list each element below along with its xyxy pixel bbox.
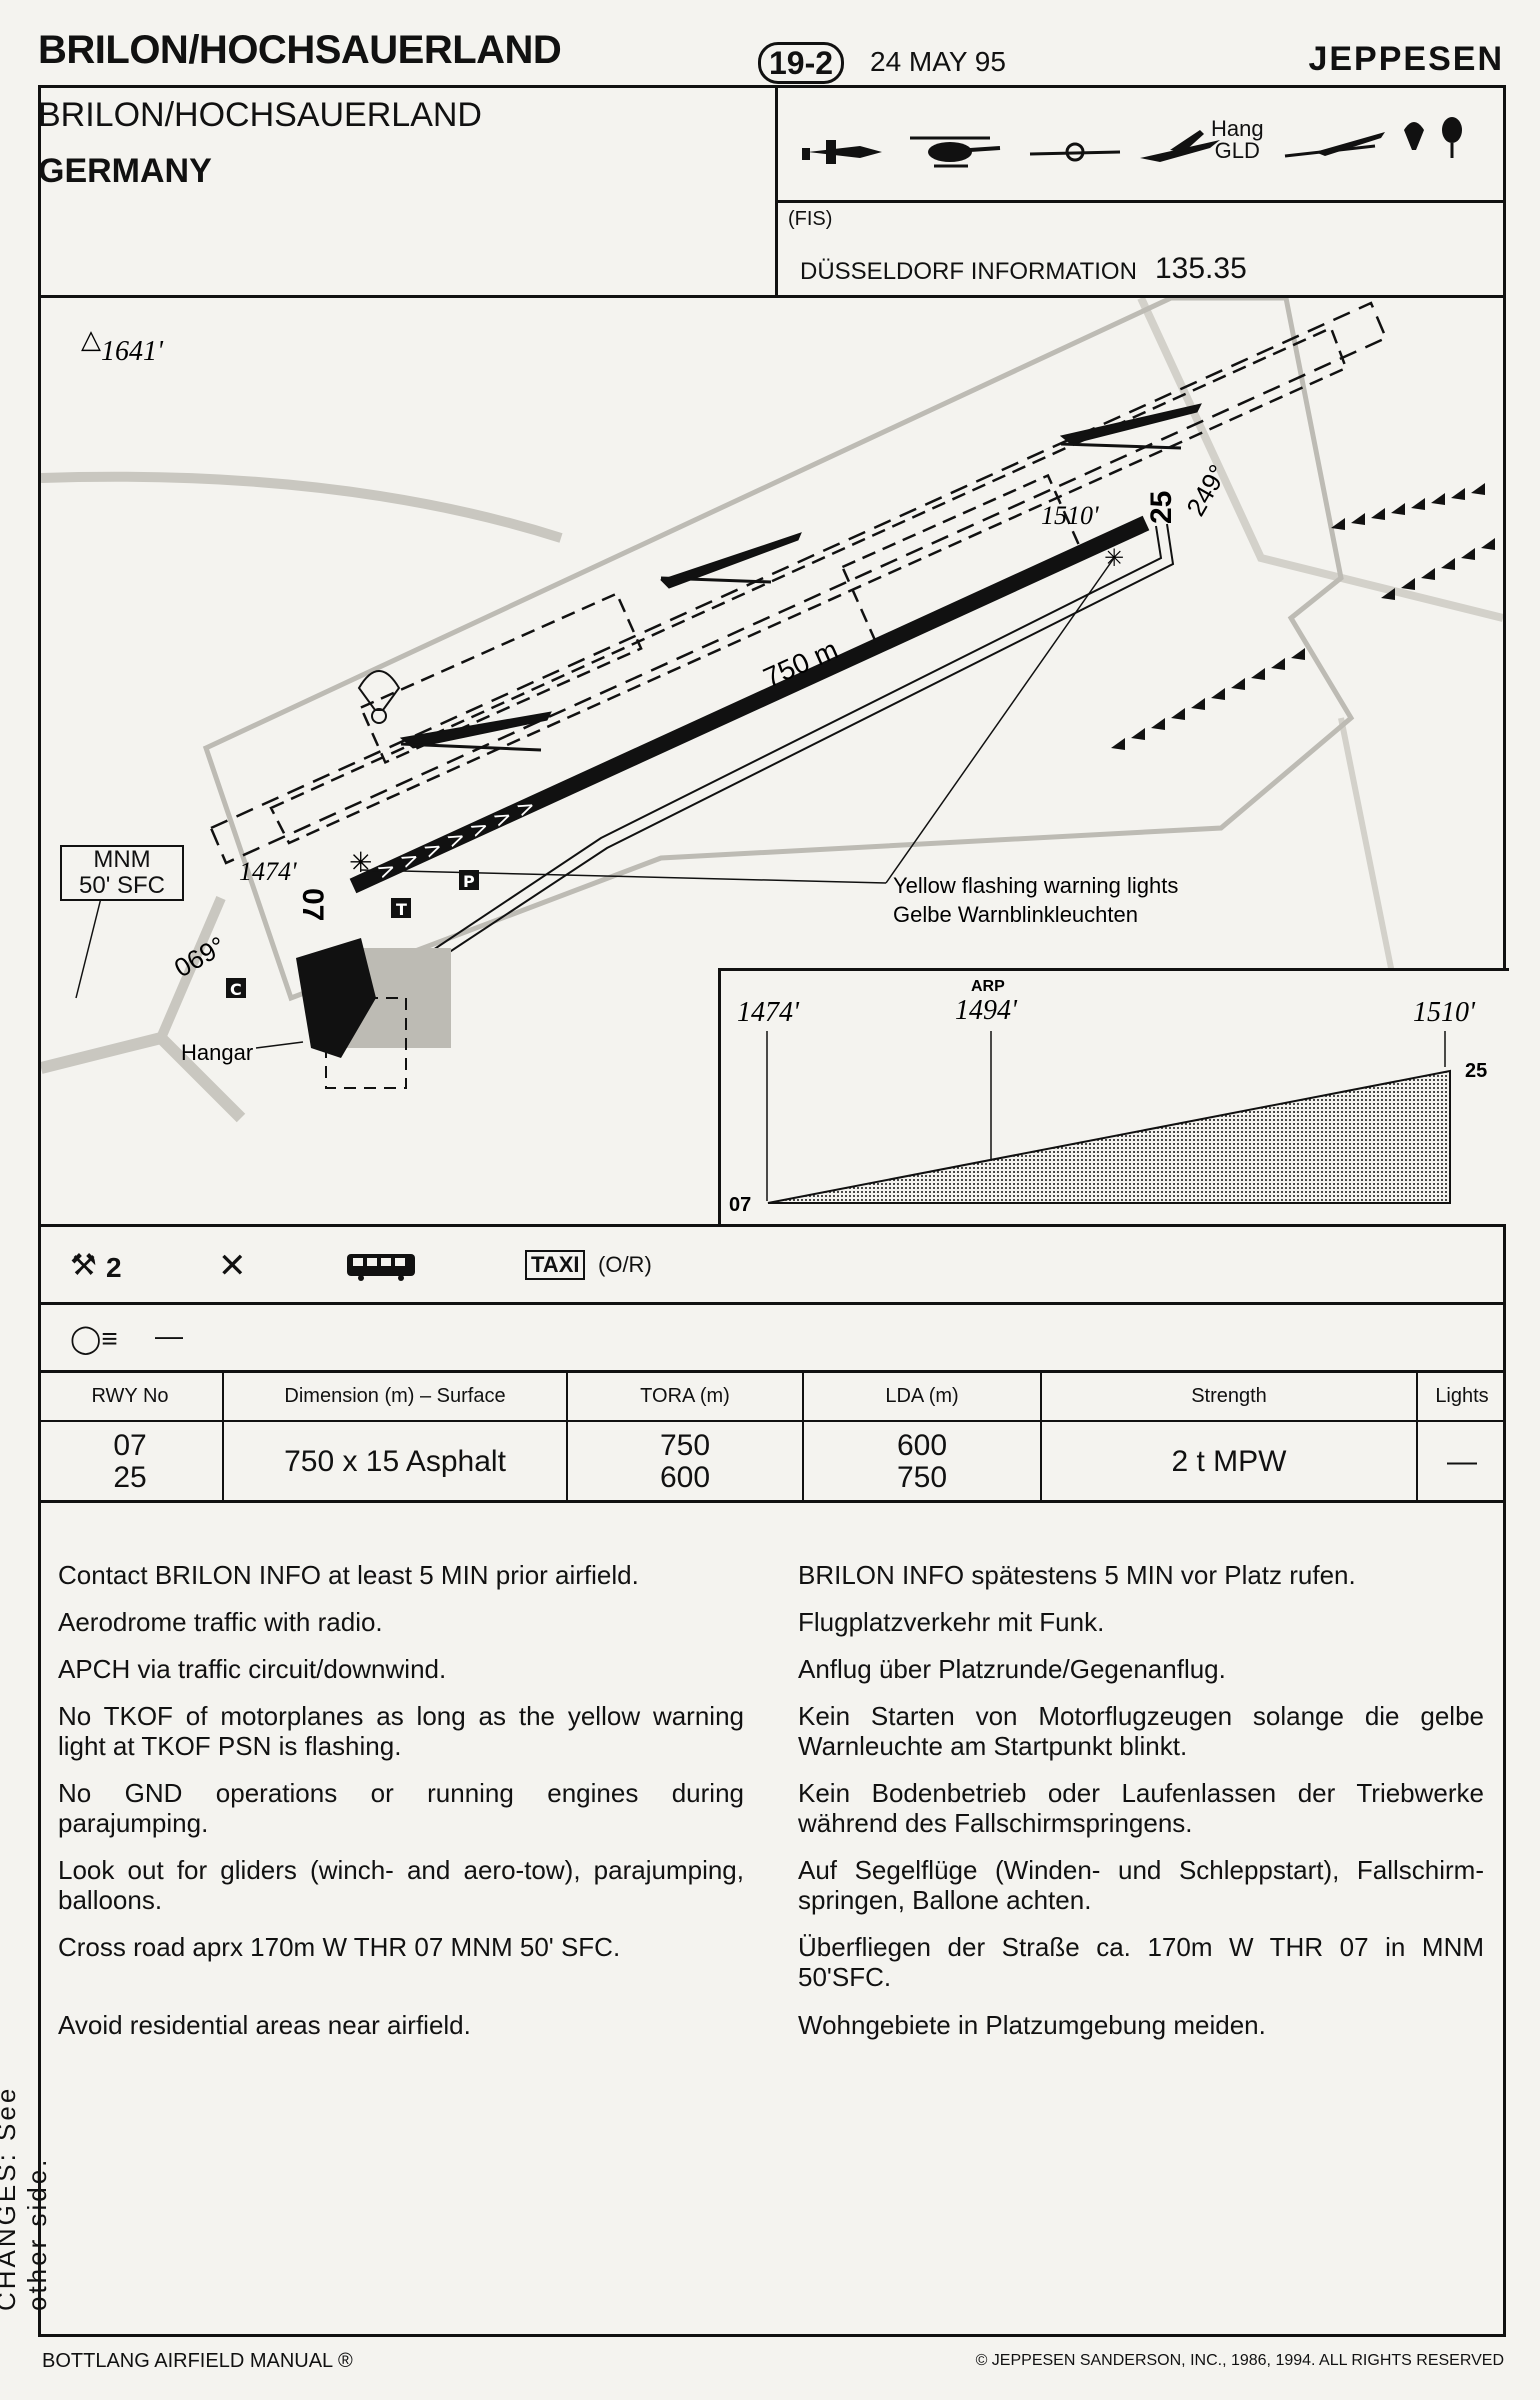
note-en-7: Avoid residential areas near airfield. bbox=[58, 2010, 471, 2040]
bus-icon bbox=[347, 1254, 415, 1281]
note-de-5: Auf Segelflüge (Winden- und Schleppstart… bbox=[798, 1855, 1484, 1915]
note-en-5: Look out for gliders (winch- and aero-to… bbox=[58, 1855, 744, 1915]
col-tora: TORA (m) bbox=[567, 1372, 804, 1422]
lights-cell: — bbox=[1447, 1445, 1477, 1478]
repair-value: 2 bbox=[106, 1252, 122, 1283]
runway-table: RWY No Dimension (m) – Surface TORA (m) … bbox=[38, 1372, 1506, 1502]
col-rwy: RWY No bbox=[38, 1372, 224, 1422]
chart-number: 19-2 bbox=[758, 42, 845, 84]
footer-left: BOTTLANG AIRFIELD MANUAL ® bbox=[42, 2350, 353, 2372]
col-dimension: Dimension (m) – Surface bbox=[223, 1372, 568, 1422]
taxi-note: (O/R) bbox=[598, 1252, 652, 1277]
col-strength: Strength bbox=[1041, 1372, 1418, 1422]
footer-right: © JEPPESEN SANDERSON, INC., 1986, 1994. … bbox=[975, 2352, 1504, 2369]
parachute-icon bbox=[357, 670, 401, 711]
runway-profile: 1474' ARP 1494' 1510' 07 25 bbox=[718, 968, 1509, 1226]
profile-left-elev: 1474' bbox=[737, 997, 800, 1028]
note-en-1: Aerodrome traffic with radio. bbox=[58, 1607, 383, 1637]
motorplane-icon bbox=[802, 140, 882, 164]
helicopter-icon bbox=[910, 136, 1001, 168]
rwy-25-label: 25 bbox=[1145, 491, 1178, 524]
frequency-value: 135.35 bbox=[1155, 252, 1247, 285]
restaurant-icon: ✕ bbox=[218, 1247, 247, 1285]
warning-label-de: Gelbe Warnblinkleuchten bbox=[893, 902, 1138, 927]
profile-left-rwy: 07 bbox=[729, 1194, 751, 1216]
col-lda: LDA (m) bbox=[803, 1372, 1042, 1422]
profile-right-elev: 1510' bbox=[1413, 997, 1476, 1028]
note-de-3: Kein Starten von Motorflugzeugen solange… bbox=[798, 1701, 1484, 1761]
lighting-value: — bbox=[155, 1320, 183, 1351]
aerodrome-map: ✳ ✳ > > > > > > > △ T P C 1641' 750 m 15… bbox=[41, 298, 1503, 1219]
brand-logo: JEPPESEN bbox=[1308, 40, 1504, 78]
hangar-label: Hangar bbox=[181, 1040, 253, 1065]
balloon-icon bbox=[1442, 117, 1462, 158]
lighting-icon: ◯≡ bbox=[70, 1323, 118, 1354]
runway bbox=[349, 515, 1150, 894]
ultralight-icon bbox=[1029, 142, 1121, 162]
note-en-0: Contact BRILON INFO at least 5 MIN prior… bbox=[58, 1560, 639, 1590]
changes-side-note: CHANGES: See other side. bbox=[0, 2085, 52, 2311]
taxi-badge: TAXI bbox=[525, 1250, 586, 1280]
tower-symbol: T bbox=[396, 900, 407, 919]
warning-label-en: Yellow flashing warning lights bbox=[893, 873, 1178, 898]
chart-date: 24 MAY 95 bbox=[870, 46, 1006, 77]
thr-07-elevation: 1474' bbox=[239, 857, 297, 886]
spot-elevation: 1641' bbox=[101, 336, 164, 367]
note-de-1: Flugplatzverkehr mit Funk. bbox=[798, 1607, 1105, 1637]
spot-height-icon: △ bbox=[81, 325, 101, 355]
frequency-name: DÜSSELDORF INFORMATION bbox=[800, 258, 1137, 285]
note-en-2: APCH via traffic circuit/downwind. bbox=[58, 1654, 447, 1684]
jet-icon bbox=[1140, 130, 1220, 162]
heading-25: 249° bbox=[1180, 459, 1233, 521]
note-de-4: Kein Bodenbetrieb oder Laufenlassen der … bbox=[798, 1778, 1484, 1838]
parking-symbol: P bbox=[463, 872, 475, 891]
airfield-title: BRILON/HOCHSAUERLAND bbox=[38, 28, 562, 72]
aircraft-types-icons bbox=[802, 117, 1462, 168]
glider-icon bbox=[1284, 132, 1385, 158]
country: GERMANY bbox=[38, 152, 212, 190]
profile-right-rwy: 25 bbox=[1465, 1060, 1487, 1082]
profile-arp-label: ARP bbox=[971, 978, 1005, 995]
profile-arp-elev: 1494' bbox=[955, 995, 1018, 1026]
note-de-7: Wohngebiete in Platzumgebung meiden. bbox=[798, 2010, 1266, 2040]
airfield-subtitle: BRILON/HOCHSAUERLAND bbox=[38, 96, 482, 134]
note-en-4: No GND operations or running engines dur… bbox=[58, 1778, 744, 1838]
strength-cell: 2 t MPW bbox=[1041, 1421, 1418, 1502]
rwy-07-label: 07 bbox=[296, 888, 329, 921]
note-de-6: Überfliegen der Straße ca. 170m W THR 07… bbox=[798, 1932, 1484, 1992]
warning-light-07-icon: ✳ bbox=[349, 846, 372, 879]
profile-slope bbox=[767, 1069, 1451, 1204]
repair-icon: ⚒ bbox=[70, 1249, 97, 1282]
dimension-cell: 750 x 15 Asphalt bbox=[223, 1421, 568, 1502]
customs-symbol: C bbox=[230, 980, 242, 999]
note-en-6: Cross road aprx 170m W THR 07 MNM 50' SF… bbox=[58, 1932, 621, 1962]
parachute-icon bbox=[1404, 122, 1424, 150]
note-de-2: Anflug über Platzrunde/Gegenanflug. bbox=[798, 1654, 1226, 1684]
note-de-0: BRILON INFO spätestens 5 MIN vor Platz r… bbox=[798, 1560, 1356, 1590]
thr-25-elevation: 1510' bbox=[1041, 501, 1099, 530]
note-en-3: No TKOF of motorplanes as long as the ye… bbox=[58, 1701, 744, 1761]
col-lights: Lights bbox=[1417, 1372, 1506, 1422]
fis-label: (FIS) bbox=[788, 208, 833, 230]
